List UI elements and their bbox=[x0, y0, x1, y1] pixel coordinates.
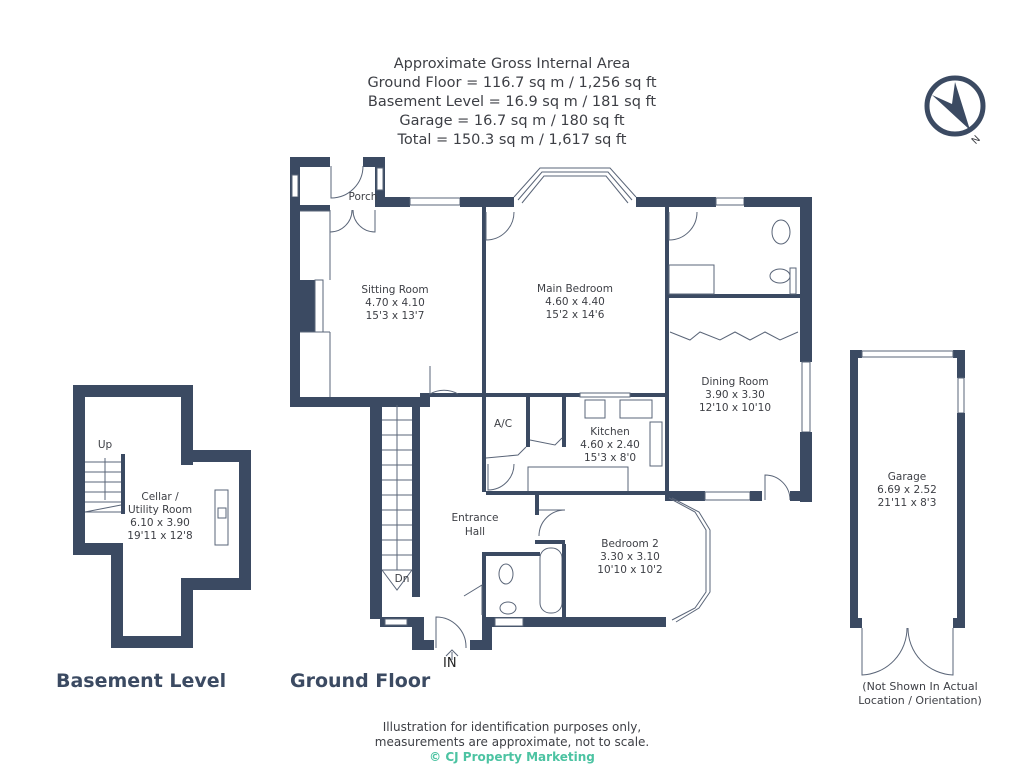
cellar-metric: 6.10 x 3.90 bbox=[130, 517, 190, 529]
entrance-hall-label-2: Hall bbox=[465, 526, 485, 538]
bedroom-2-metric: 3.30 x 3.10 bbox=[600, 551, 660, 563]
ground-floor-title: Ground Floor bbox=[290, 670, 431, 692]
cellar-label-1: Cellar / bbox=[141, 491, 179, 503]
kitchen-imperial: 15'3 x 8'0 bbox=[584, 452, 636, 464]
basement-level-title: Basement Level bbox=[56, 670, 227, 692]
ground-floor-labels: Porch Sitting Room 4.70 x 4.10 15'3 x 13… bbox=[349, 191, 772, 585]
entrance-hall-label-1: Entrance bbox=[451, 512, 498, 524]
disclaimer-footer: Illustration for identification purposes… bbox=[0, 720, 1024, 765]
sitting-room-imperial: 15'3 x 13'7 bbox=[366, 310, 425, 322]
garage-label: Garage bbox=[888, 471, 926, 483]
garage-metric: 6.69 x 2.52 bbox=[877, 484, 937, 496]
garage-imperial: 21'11 x 8'3 bbox=[878, 497, 937, 509]
basement-labels: Up Cellar / Utility Room 6.10 x 3.90 19'… bbox=[98, 439, 193, 542]
garage-labels: Garage 6.69 x 2.52 21'11 x 8'3 bbox=[877, 471, 937, 509]
area-basement: Basement Level = 16.9 sq m / 181 sq ft bbox=[367, 94, 657, 110]
main-bedroom-imperial: 15'2 x 14'6 bbox=[546, 309, 605, 321]
area-garage: Garage = 16.7 sq m / 180 sq ft bbox=[399, 113, 625, 129]
area-title: Approximate Gross Internal Area bbox=[393, 56, 631, 72]
stairs-up-label: Up bbox=[98, 439, 113, 451]
basement-plan bbox=[73, 385, 251, 648]
kitchen-metric: 4.60 x 2.40 bbox=[580, 439, 640, 451]
porch-label: Porch bbox=[349, 191, 378, 203]
garage-note-line2: Location / Orientation) bbox=[858, 694, 982, 707]
sitting-room-metric: 4.70 x 4.10 bbox=[365, 297, 425, 309]
gross-internal-area-summary: Approximate Gross Internal Area Ground F… bbox=[0, 55, 1024, 150]
main-bedroom-metric: 4.60 x 4.40 bbox=[545, 296, 605, 308]
main-bedroom-label: Main Bedroom bbox=[537, 283, 613, 295]
kitchen-label: Kitchen bbox=[590, 426, 629, 438]
dining-room-metric: 3.90 x 3.30 bbox=[705, 389, 765, 401]
bedroom-2-label: Bedroom 2 bbox=[601, 538, 659, 550]
compass-north-label: N bbox=[970, 134, 983, 147]
garage-note: (Not Shown In Actual Location / Orientat… bbox=[820, 680, 1020, 708]
stairs-down-label: Dn bbox=[395, 573, 410, 585]
compass-north-icon: N bbox=[924, 75, 986, 147]
ground-floor-plan bbox=[290, 157, 812, 660]
sitting-room-label: Sitting Room bbox=[361, 284, 428, 296]
dining-room-label: Dining Room bbox=[701, 376, 768, 388]
area-ground-floor: Ground Floor = 116.7 sq m / 1,256 sq ft bbox=[367, 75, 657, 91]
disclaimer-line1: Illustration for identification purposes… bbox=[382, 720, 642, 734]
garage-plan bbox=[850, 350, 965, 676]
dining-room-imperial: 12'10 x 10'10 bbox=[699, 402, 771, 414]
ac-label: A/C bbox=[494, 418, 512, 430]
cellar-imperial: 19'11 x 12'8 bbox=[127, 530, 192, 542]
brand-copyright: © CJ Property Marketing bbox=[429, 750, 595, 764]
bedroom-2-imperial: 10'10 x 10'2 bbox=[597, 564, 662, 576]
garage-note-line1: (Not Shown In Actual bbox=[862, 680, 978, 693]
disclaimer-line2: measurements are approximate, not to sca… bbox=[374, 735, 650, 749]
area-total: Total = 150.3 sq m / 1,617 sq ft bbox=[397, 132, 627, 148]
cellar-label-2: Utility Room bbox=[128, 504, 192, 516]
entrance-in-label: IN bbox=[443, 656, 457, 671]
